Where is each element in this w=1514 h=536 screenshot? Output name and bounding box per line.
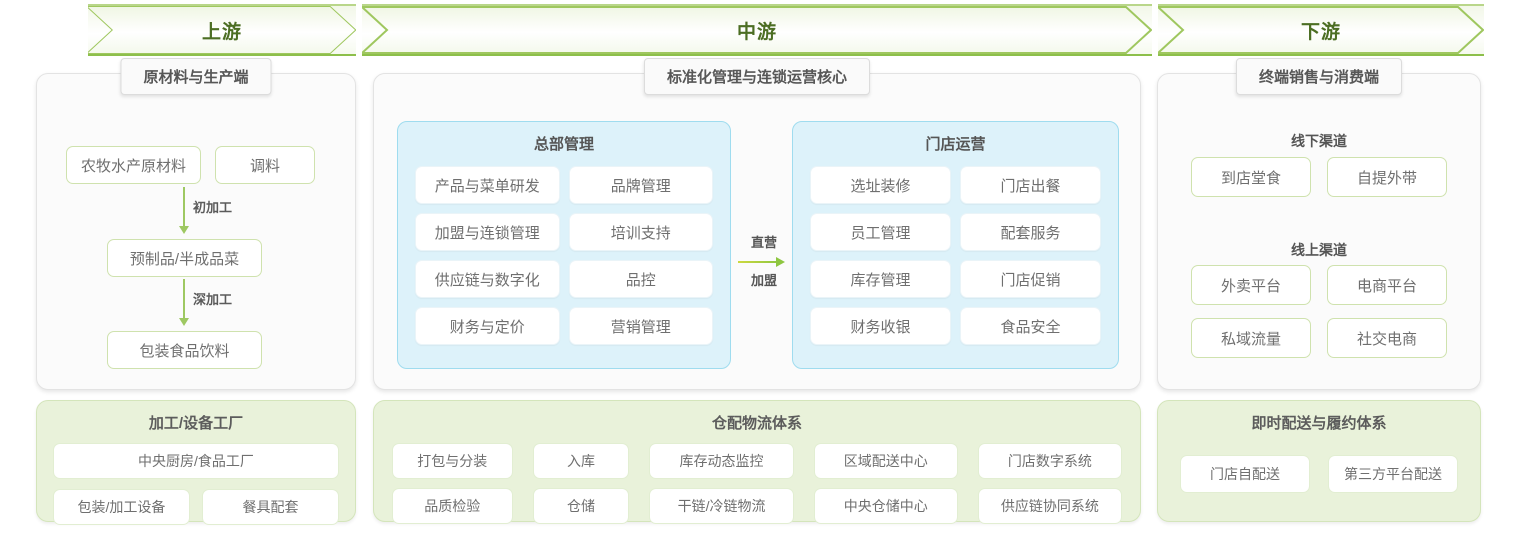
flow-arrow-line-2 <box>183 279 185 319</box>
downstream-panel-title: 终端销售与消费端 <box>1235 58 1403 95</box>
logistics-item-inventory-monitor[interactable]: 库存动态监控 <box>649 443 794 479</box>
logistics-item-packing[interactable]: 打包与分装 <box>392 443 513 479</box>
hq-item-franchise[interactable]: 加盟与连锁管理 <box>415 213 560 251</box>
store-operations-panel: 门店运营 选址装修 门店出餐 员工管理 配套服务 库存管理 门店促销 财务收银 … <box>792 121 1119 369</box>
upstream-panel: 原材料与生产端 农牧水产原材料 调料 初加工 预制品/半成品菜 深加工 包装食品… <box>36 58 356 390</box>
connector-label-franchise: 加盟 <box>750 273 777 288</box>
processing-item-packaging-equipment[interactable]: 包装/加工设备 <box>53 489 190 525</box>
hq-item-finance-pricing[interactable]: 财务与定价 <box>415 307 560 345</box>
upstream-panel-title: 原材料与生产端 <box>120 58 272 95</box>
hq-item-quality-control[interactable]: 品控 <box>568 260 713 298</box>
headquarters-title: 总部管理 <box>533 136 594 153</box>
store-item-promotion[interactable]: 门店促销 <box>960 260 1101 298</box>
logistics-item-regional-dc[interactable]: 区域配送中心 <box>813 443 958 479</box>
flow-label-deep-processing: 深加工 <box>193 292 233 307</box>
flow-arrow-head-2 <box>179 318 189 326</box>
processing-item-tableware[interactable]: 餐具配套 <box>202 489 339 525</box>
hq-item-training[interactable]: 培训支持 <box>568 213 713 251</box>
header-banner-upstream: 上游 <box>88 4 356 56</box>
connector-arrow-icon <box>736 255 792 269</box>
logistics-item-inbound[interactable]: 入库 <box>532 443 630 479</box>
offline-item-dine-in[interactable]: 到店堂食 <box>1191 157 1311 197</box>
offline-channel-grid: 到店堂食 自提外带 <box>1191 157 1447 197</box>
store-item-staff[interactable]: 员工管理 <box>810 213 951 251</box>
offline-channel-title: 线下渠道 <box>1291 133 1347 149</box>
upstream-row-raw: 农牧水产原材料 调料 <box>66 146 315 184</box>
store-item-cashier[interactable]: 财务收银 <box>810 307 951 345</box>
delivery-item-store-self-delivery[interactable]: 门店自配送 <box>1180 455 1310 493</box>
flow-arrow-head-1 <box>179 226 189 234</box>
logistics-grid: 打包与分装 入库 库存动态监控 区域配送中心 门店数字系统 品质检验 仓储 干链… <box>374 443 1140 524</box>
hq-item-supply-chain[interactable]: 供应链与数字化 <box>415 260 560 298</box>
processing-equipment-row-2: 包装/加工设备 餐具配套 <box>37 489 355 525</box>
store-item-food-safety[interactable]: 食品安全 <box>960 307 1101 345</box>
header-banner-downstream: 下游 <box>1158 4 1484 56</box>
upstream-node-raw-material[interactable]: 农牧水产原材料 <box>66 146 201 184</box>
midstream-panel: 标准化管理与连锁运营核心 总部管理 产品与菜单研发 品牌管理 加盟与连锁管理 培… <box>373 58 1141 390</box>
upstream-node-seasoning[interactable]: 调料 <box>215 146 315 184</box>
store-operations-title: 门店运营 <box>925 136 986 153</box>
connector-label-direct: 直营 <box>750 235 777 250</box>
hq-item-product-rd[interactable]: 产品与菜单研发 <box>415 166 560 204</box>
online-item-social-commerce[interactable]: 社交电商 <box>1327 318 1447 358</box>
logistics-item-supply-chain-system[interactable]: 供应链协同系统 <box>977 488 1122 524</box>
logistics-item-quality-inspection[interactable]: 品质检验 <box>392 488 513 524</box>
hq-to-store-connector: 直营 加盟 <box>736 234 792 290</box>
hq-item-brand[interactable]: 品牌管理 <box>568 166 713 204</box>
downstream-panel: 终端销售与消费端 线下渠道 到店堂食 自提外带 线上渠道 外卖平台 电商平台 私… <box>1157 58 1481 390</box>
headquarters-panel: 总部管理 产品与菜单研发 品牌管理 加盟与连锁管理 培训支持 供应链与数字化 品… <box>397 121 731 369</box>
flow-label-primary-processing: 初加工 <box>193 200 233 215</box>
processing-item-central-kitchen[interactable]: 中央厨房/食品工厂 <box>53 443 339 479</box>
store-item-food-service[interactable]: 门店出餐 <box>960 166 1101 204</box>
online-channel-grid: 外卖平台 电商平台 私域流量 社交电商 <box>1191 265 1447 358</box>
online-item-ecommerce-platform[interactable]: 电商平台 <box>1327 265 1447 305</box>
logistics-item-cold-chain[interactable]: 干链/冷链物流 <box>649 488 794 524</box>
upstream-node-prepared-food[interactable]: 预制品/半成品菜 <box>107 239 262 277</box>
header-banner-label: 中游 <box>736 21 777 43</box>
processing-equipment-row-1: 中央厨房/食品工厂 <box>37 443 355 479</box>
online-item-delivery-platform[interactable]: 外卖平台 <box>1191 265 1311 305</box>
instant-delivery-row: 门店自配送 第三方平台配送 <box>1158 455 1480 493</box>
logistics-panel: 仓配物流体系 打包与分装 入库 库存动态监控 区域配送中心 门店数字系统 品质检… <box>373 400 1141 524</box>
midstream-panel-title: 标准化管理与连锁运营核心 <box>643 58 871 95</box>
store-item-site-selection[interactable]: 选址装修 <box>810 166 951 204</box>
processing-equipment-title: 加工/设备工厂 <box>148 415 244 432</box>
online-channel-title: 线上渠道 <box>1291 242 1347 258</box>
delivery-item-third-party[interactable]: 第三方平台配送 <box>1328 455 1458 493</box>
flow-arrow-line-1 <box>183 187 185 227</box>
header-banner-midstream: 中游 <box>362 4 1152 56</box>
online-item-private-traffic[interactable]: 私域流量 <box>1191 318 1311 358</box>
logistics-item-store-digital-system[interactable]: 门店数字系统 <box>977 443 1122 479</box>
hq-item-marketing[interactable]: 营销管理 <box>568 307 713 345</box>
store-operations-grid: 选址装修 门店出餐 员工管理 配套服务 库存管理 门店促销 财务收银 食品安全 <box>793 154 1118 345</box>
offline-item-takeaway[interactable]: 自提外带 <box>1327 157 1447 197</box>
instant-delivery-panel: 即时配送与履约体系 门店自配送 第三方平台配送 <box>1157 400 1481 522</box>
store-item-inventory[interactable]: 库存管理 <box>810 260 951 298</box>
upstream-node-packaged-food[interactable]: 包装食品饮料 <box>107 331 262 369</box>
processing-equipment-panel: 加工/设备工厂 中央厨房/食品工厂 包装/加工设备 餐具配套 <box>36 400 356 525</box>
store-item-support-service[interactable]: 配套服务 <box>960 213 1101 251</box>
headquarters-grid: 产品与菜单研发 品牌管理 加盟与连锁管理 培训支持 供应链与数字化 品控 财务与… <box>398 154 730 345</box>
logistics-title: 仓配物流体系 <box>711 415 802 432</box>
header-banner-label: 上游 <box>201 21 242 43</box>
logistics-item-warehousing[interactable]: 仓储 <box>532 488 630 524</box>
header-banner-label: 下游 <box>1300 21 1341 43</box>
instant-delivery-title: 即时配送与履约体系 <box>1251 415 1387 432</box>
logistics-item-central-warehouse[interactable]: 中央仓储中心 <box>813 488 958 524</box>
